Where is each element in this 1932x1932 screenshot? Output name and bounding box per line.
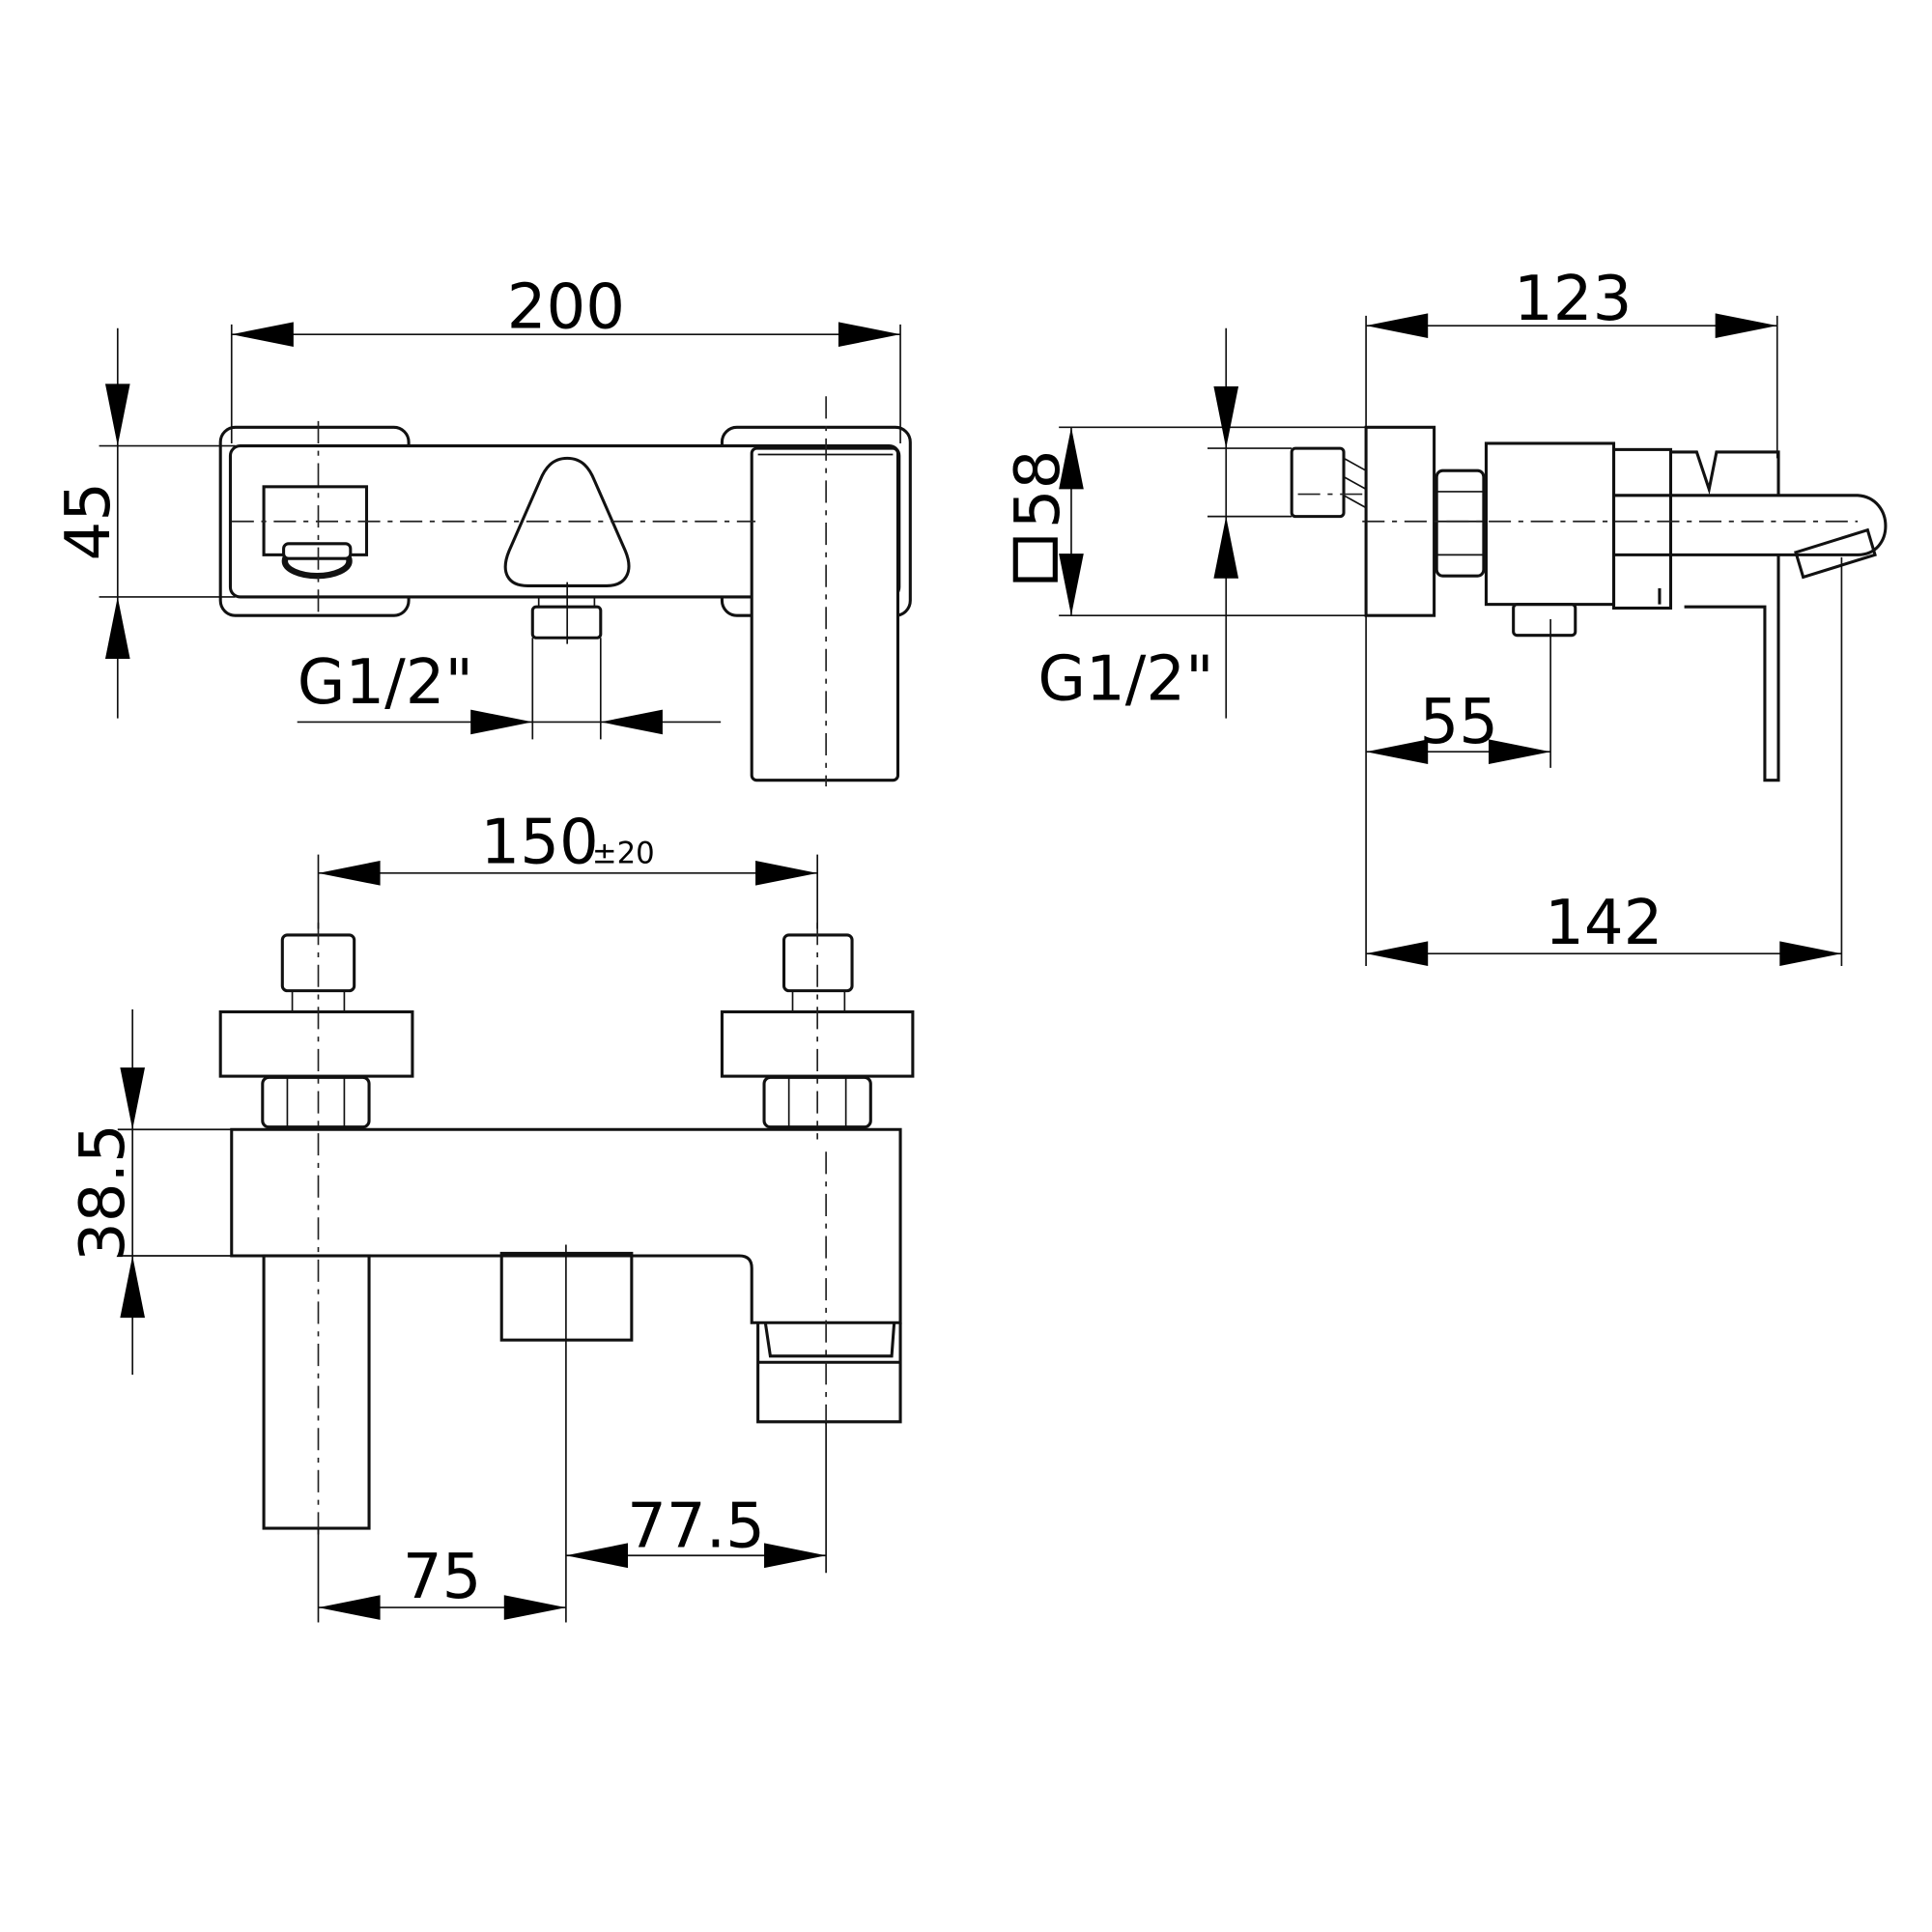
dimension-height-45: 45 [53,482,125,561]
side-inlet-nut [1512,603,1577,638]
inlet-thread-label: G1/2" [298,647,473,719]
top-view: 150 ±20 38.5 77.5 75 [68,808,915,1623]
left-inlet-nut [261,1075,371,1129]
spout-aerator [1794,527,1877,580]
side-inlet-thread-label: G1/2" [1037,643,1213,715]
left-inlet-flange [218,1009,414,1078]
mixer-body-top [230,1127,902,1324]
side-view: 123 58 G1/2" 55 142 [1003,264,1888,967]
dimension-tolerance: ±20 [592,837,655,871]
dimension-width-200: 200 [507,272,625,344]
lever-plate [1658,554,1780,782]
dimension-handle-offset-75: 75 [403,1542,482,1613]
dimension-spout-offset-77-5: 77.5 [627,1491,765,1562]
spout-top [756,1322,902,1424]
square-symbol-icon [1012,537,1058,582]
dimension-inlet-spacing-150: 150 [480,808,598,879]
connection-nut [1435,469,1486,578]
lever-handle [750,446,900,782]
mixer-body-side [1484,441,1616,607]
dimension-inlet-offset-55: 55 [1419,687,1498,758]
lever-handle-top [262,1254,371,1530]
dimension-total-depth-142: 142 [1545,888,1662,959]
front-view: 200 45 G1/2" [53,272,912,787]
dimension-body-depth-38-5: 38.5 [68,1123,139,1262]
dimension-plate-58: 58 [1003,450,1074,529]
lever-side [1670,450,1780,496]
right-inlet-nut [762,1075,872,1129]
dimension-depth-123: 123 [1514,264,1632,335]
spout [1613,494,1888,556]
inlet-nipple [1290,446,1346,519]
